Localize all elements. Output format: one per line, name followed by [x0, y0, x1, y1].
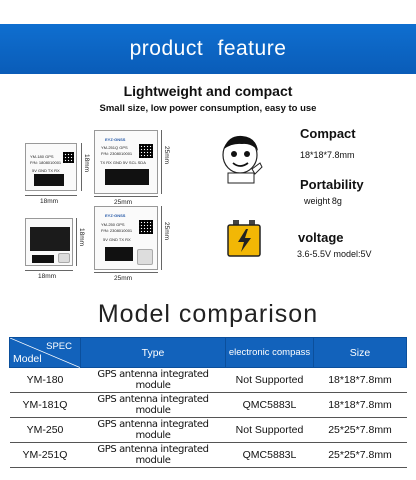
cell-size: 18*18*7.8mm	[313, 367, 407, 393]
board-ym181q-connector	[32, 255, 54, 263]
cell-compass: QMC5883L	[225, 392, 314, 418]
header-spec-model: SPEC Model	[9, 337, 81, 368]
board-ym180-pins: 5V GND TX RX	[32, 168, 60, 173]
cell-model: YM-250	[9, 417, 81, 443]
feature-title: Lightweight and compact	[123, 83, 293, 99]
board-ym180-image: YM-180 GPS P/N: 1808010001 5V GND TX RX	[25, 143, 77, 191]
feature-portability-title: Portability	[300, 177, 364, 192]
board-ym181q-width: 18mm	[38, 273, 57, 280]
board-ym251q-width: 25mm	[114, 199, 133, 206]
dim-line	[81, 143, 82, 191]
header-type: Type	[80, 337, 226, 368]
board-ym250-image: EYZ·GNSS YM-250 GPS P/N: 2308010001 5V G…	[94, 206, 158, 270]
board-ym181q-antenna	[58, 253, 70, 263]
board-ym180-pn: P/N: 1808010001	[30, 160, 62, 165]
board-ym250-label: YM-250 GPS	[101, 222, 125, 227]
cell-compass: Not Supported	[225, 367, 314, 393]
feature-voltage-value: 3.6-5.5V model:5V	[297, 249, 372, 259]
board-ym181q-body	[30, 227, 70, 251]
cell-type: GPS antenna integrated module	[80, 367, 226, 393]
board-ym180-width: 18mm	[40, 198, 59, 205]
board-ym251q-image: EYZ·GNSS YM-251Q GPS P/N: 2308010001 TX …	[94, 130, 158, 194]
feature-compact-value: 18*18*7.8mm	[300, 150, 355, 160]
board-ym250-brand: EYZ·GNSS	[105, 213, 126, 218]
board-ym180-height: 18mm	[83, 154, 90, 173]
board-ym251q-label: YM-251Q GPS	[101, 145, 128, 150]
cell-type: GPS antenna integrated module	[80, 417, 226, 443]
board-ym180-connector	[34, 174, 64, 186]
feature-compact-title: Compact	[300, 126, 356, 141]
dim-line	[161, 206, 162, 270]
table-row: YM-180 GPS antenna integrated module Not…	[9, 367, 407, 393]
dim-line	[25, 270, 73, 271]
board-ym250-qr	[139, 220, 153, 234]
battery-icon	[227, 220, 261, 257]
board-ym251q-brand: EYZ·GNSS	[105, 137, 126, 142]
board-ym250-connector	[105, 247, 133, 261]
cell-size: 25*25*7.8mm	[313, 442, 407, 468]
board-ym251q-pins: TX RX GND 5V SCL SDA	[100, 160, 146, 165]
cell-compass: QMC5883L	[225, 442, 314, 468]
feature-subtitle: Small size, low power consumption, easy …	[99, 103, 317, 114]
board-ym180-qr	[63, 152, 74, 163]
table-header-row: SPEC Model Type electronic compass Size	[9, 337, 407, 368]
cell-compass: Not Supported	[225, 417, 314, 443]
feature-banner: product feature	[0, 24, 416, 74]
table-row: YM-251Q GPS antenna integrated module QM…	[9, 442, 407, 468]
board-ym251q-height: 25mm	[163, 146, 170, 165]
board-ym251q-pn: P/N: 2308010001	[101, 151, 133, 156]
feature-portability-value: weight 8g	[304, 196, 342, 206]
dim-line	[76, 218, 77, 266]
comparison-title: Model comparison	[97, 300, 319, 328]
cell-model: YM-181Q	[9, 392, 81, 418]
board-ym250-antenna	[137, 249, 153, 265]
header-spec: SPEC	[46, 341, 72, 352]
comparison-table: SPEC Model Type electronic compass Size …	[9, 337, 407, 468]
header-compass: electronic compass	[225, 337, 314, 368]
board-ym250-width: 25mm	[114, 275, 133, 282]
board-ym250-pn: P/N: 2308010001	[101, 228, 133, 233]
cell-size: 18*18*7.8mm	[313, 392, 407, 418]
board-ym251q-qr	[139, 144, 153, 158]
face-icon	[222, 135, 263, 184]
cell-type: GPS antenna integrated module	[80, 442, 226, 468]
dim-line	[94, 272, 158, 273]
table-row: YM-250 GPS antenna integrated module Not…	[9, 417, 407, 443]
cell-model: YM-251Q	[9, 442, 81, 468]
board-ym181q-height: 18mm	[78, 228, 85, 247]
header-diagonal	[10, 338, 80, 368]
cell-type: GPS antenna integrated module	[80, 392, 226, 418]
dim-line	[25, 195, 77, 196]
board-ym250-height: 25mm	[163, 222, 170, 241]
dim-line	[161, 130, 162, 194]
banner-title: product feature	[129, 37, 287, 60]
board-ym181q-image	[25, 218, 73, 266]
board-ym251q-connector	[105, 169, 149, 185]
cell-model: YM-180	[9, 367, 81, 393]
feature-voltage-title: voltage	[298, 230, 344, 245]
table-row: YM-181Q GPS antenna integrated module QM…	[9, 392, 407, 418]
board-ym250-pins: 5V GND TX RX	[103, 237, 131, 242]
dim-line	[94, 196, 158, 197]
header-size: Size	[313, 337, 407, 368]
board-ym180-label: YM-180 GPS	[30, 154, 54, 159]
header-model: Model	[13, 353, 42, 365]
cell-size: 25*25*7.8mm	[313, 417, 407, 443]
